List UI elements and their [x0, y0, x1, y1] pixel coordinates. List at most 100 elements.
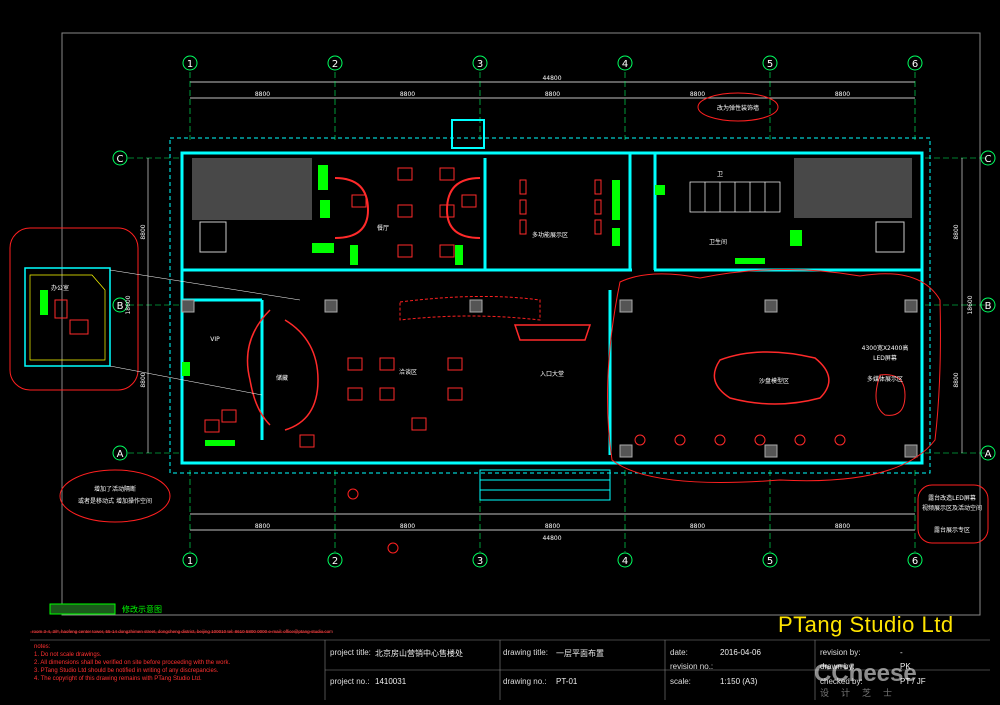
- dim-row: 8800: [953, 372, 960, 387]
- sand-table: [713, 351, 830, 405]
- drawing-no-label: drawing no.:: [503, 677, 547, 686]
- dim-row: 8800: [140, 224, 147, 239]
- seat: [794, 434, 806, 446]
- dim-bay-top: 8800: [835, 91, 850, 98]
- fixture: [205, 440, 235, 446]
- revision-no-label: revision no.:: [670, 662, 714, 671]
- fixture: [318, 165, 328, 190]
- dim-overall-top: 44800: [542, 75, 561, 82]
- fixture: [350, 245, 358, 265]
- note-right-1b: LED屏幕: [873, 354, 897, 362]
- room-label: 多媒体展示区: [867, 375, 903, 383]
- fixture: [735, 258, 765, 264]
- dim-row-total: 18600: [967, 295, 974, 314]
- elevator-left: [199, 221, 227, 253]
- fixtures: [182, 165, 802, 446]
- fixture: [612, 228, 620, 246]
- grid-label-left: A: [117, 449, 124, 460]
- note-right-2b: 视频展示区及活动空间: [922, 504, 982, 512]
- table: [351, 194, 367, 208]
- table: [299, 434, 315, 448]
- restaurant-booth-right: [445, 177, 481, 239]
- note-3: 3. PTang Studio Ltd should be notified i…: [34, 668, 219, 674]
- grid-bubble-bottom: [907, 552, 923, 568]
- key-plan-inset: [24, 267, 301, 396]
- room-label: 入口大堂: [540, 370, 564, 378]
- section-marker-2: [387, 542, 399, 554]
- entrance-steps: [479, 469, 611, 501]
- note-left-1: 增加了活动隔断: [94, 485, 136, 493]
- grid-label-right: C: [985, 154, 992, 165]
- fixture: [182, 362, 190, 376]
- note-left-2: 或者是移动式 增加操作空间: [78, 497, 152, 505]
- grid-bubble-top: [182, 55, 198, 71]
- note-right-1a: 4300宽X2400高: [862, 344, 909, 352]
- column: [904, 299, 918, 313]
- dim-row-total: 18600: [125, 295, 132, 314]
- project-no: 1410031: [375, 677, 407, 686]
- dim-overall-bottom: 44800: [542, 535, 561, 542]
- table: [439, 167, 455, 181]
- column: [619, 299, 633, 313]
- top-dimension-chain: [190, 81, 915, 531]
- note-right-3: 露台展示专区: [934, 526, 970, 534]
- grid-label-bottom: 5: [767, 556, 773, 567]
- fixture: [312, 243, 334, 253]
- column: [181, 299, 195, 313]
- fixture: [655, 185, 665, 195]
- dim-bay-top: 8800: [255, 91, 270, 98]
- dim-bay-top: 8800: [690, 91, 705, 98]
- fixture: [320, 200, 330, 218]
- grid-bubble-top: [472, 55, 488, 71]
- room-label: VIP: [210, 336, 220, 343]
- note-1: 1. Do not scale drawings.: [34, 652, 102, 658]
- column: [764, 299, 778, 313]
- reception-desk: [513, 324, 592, 341]
- column: [469, 299, 483, 313]
- dim-bay-bottom: 8800: [690, 523, 705, 530]
- column: [619, 444, 633, 458]
- drawing-title: 一层平面布置: [556, 649, 604, 658]
- dim-bay-top: 8800: [400, 91, 415, 98]
- dim-bay-top: 8800: [545, 91, 560, 98]
- room-label: 卫: [717, 171, 723, 178]
- scale-label: scale:: [670, 677, 691, 686]
- room-label: 办公室: [51, 284, 69, 292]
- grid-bubble-right: [980, 297, 996, 313]
- chair: [594, 179, 602, 195]
- fixture: [455, 245, 463, 265]
- table: [411, 417, 427, 431]
- chair: [594, 219, 602, 235]
- grid-bubble-left: [112, 297, 128, 313]
- studio-name: PTang Studio Ltd: [778, 612, 954, 637]
- watermark: CCheese: [814, 660, 917, 687]
- grid-bubble-bottom: [762, 552, 778, 568]
- seat: [754, 434, 766, 446]
- table: [461, 194, 477, 208]
- dim-bay-bottom: 8800: [400, 523, 415, 530]
- note-right-2a: 露台改造LED屏幕: [928, 494, 976, 502]
- legend-swatch: [49, 603, 116, 615]
- revision-by: -: [900, 648, 903, 657]
- date: 2016-04-06: [720, 648, 761, 657]
- project-no-label: project no.:: [330, 677, 370, 686]
- grid-bubble-top: [907, 55, 923, 71]
- dim-row: 8800: [953, 224, 960, 239]
- scale: 1:150 (A3): [720, 677, 758, 686]
- grid-bubble-top: [617, 55, 633, 71]
- grid-bubble-bottom: [472, 552, 488, 568]
- grid-label-bottom: 4: [622, 556, 628, 567]
- grid-bubble-right: [980, 150, 996, 166]
- grid-label-top: 2: [332, 59, 338, 70]
- checked-by-label: checked by:: [820, 677, 863, 686]
- building-boundary: [169, 137, 931, 474]
- seat: [634, 434, 646, 446]
- walls: [180, 151, 924, 465]
- vip-curve: [246, 309, 271, 426]
- room-label: 沙盘模型区: [759, 377, 789, 385]
- grid-bubble-bottom: [327, 552, 343, 568]
- drawn-by-label: drawn by:: [820, 662, 855, 671]
- stair-left: [192, 158, 312, 220]
- grid-bubble-bottom: [182, 552, 198, 568]
- grid-bubble-top: [327, 55, 343, 71]
